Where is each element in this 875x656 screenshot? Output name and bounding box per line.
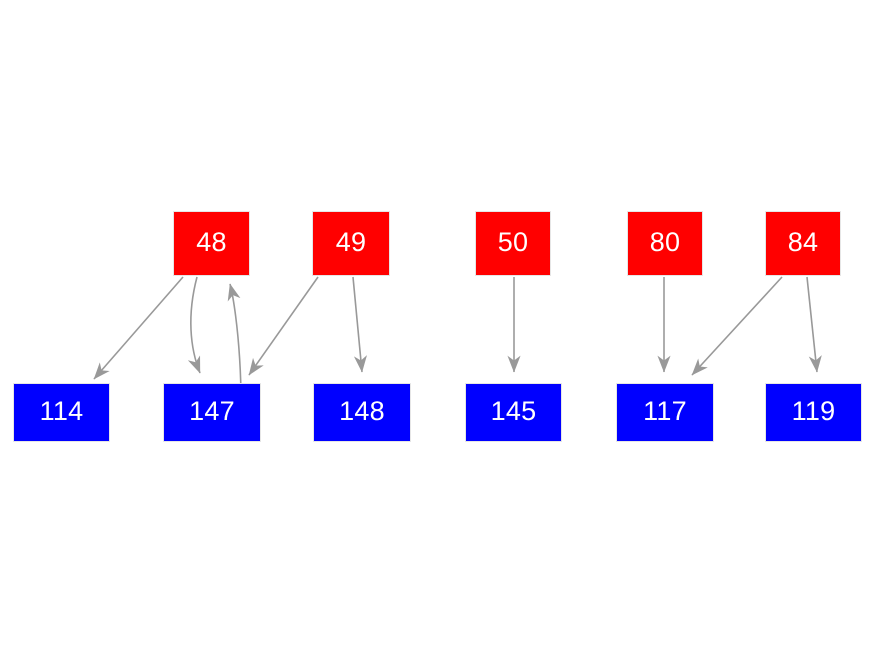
graph-node-148[interactable]: 148 [313, 383, 411, 442]
graph-node-48[interactable]: 48 [173, 211, 250, 276]
graph-node-label: 48 [196, 227, 227, 257]
graph-node-114[interactable]: 114 [13, 383, 110, 442]
graph-node-label: 80 [649, 227, 681, 257]
graph-node-84[interactable]: 84 [765, 211, 841, 276]
graph-node-145[interactable]: 145 [465, 383, 562, 442]
graph-node-119[interactable]: 119 [765, 383, 862, 442]
edge-n84-to-n117 [691, 276, 783, 376]
edge-n48-to-n114 [93, 276, 184, 380]
graph-node-label: 50 [497, 227, 529, 257]
edge-n84-to-n119 [806, 276, 822, 373]
graph-node-80[interactable]: 80 [627, 211, 703, 276]
edge-n49-to-n147 [248, 276, 319, 376]
graph-node-label: 148 [339, 396, 385, 426]
graph-node-label: 117 [643, 396, 687, 426]
graph-node-49[interactable]: 49 [312, 211, 390, 276]
graph-node-117[interactable]: 117 [616, 383, 714, 442]
edge-n49-to-n148 [352, 276, 367, 373]
graph-node-label: 147 [189, 396, 235, 426]
graph-node-label: 84 [787, 227, 819, 257]
graph-node-50[interactable]: 50 [475, 211, 551, 276]
graph-node-label: 145 [490, 396, 537, 426]
edge-n48-to-n147 [187, 276, 201, 374]
graph-node-label: 114 [39, 396, 84, 426]
graph-node-label: 119 [791, 396, 836, 426]
graph-node-147[interactable]: 147 [163, 383, 261, 442]
graph-node-label: 49 [335, 227, 367, 257]
